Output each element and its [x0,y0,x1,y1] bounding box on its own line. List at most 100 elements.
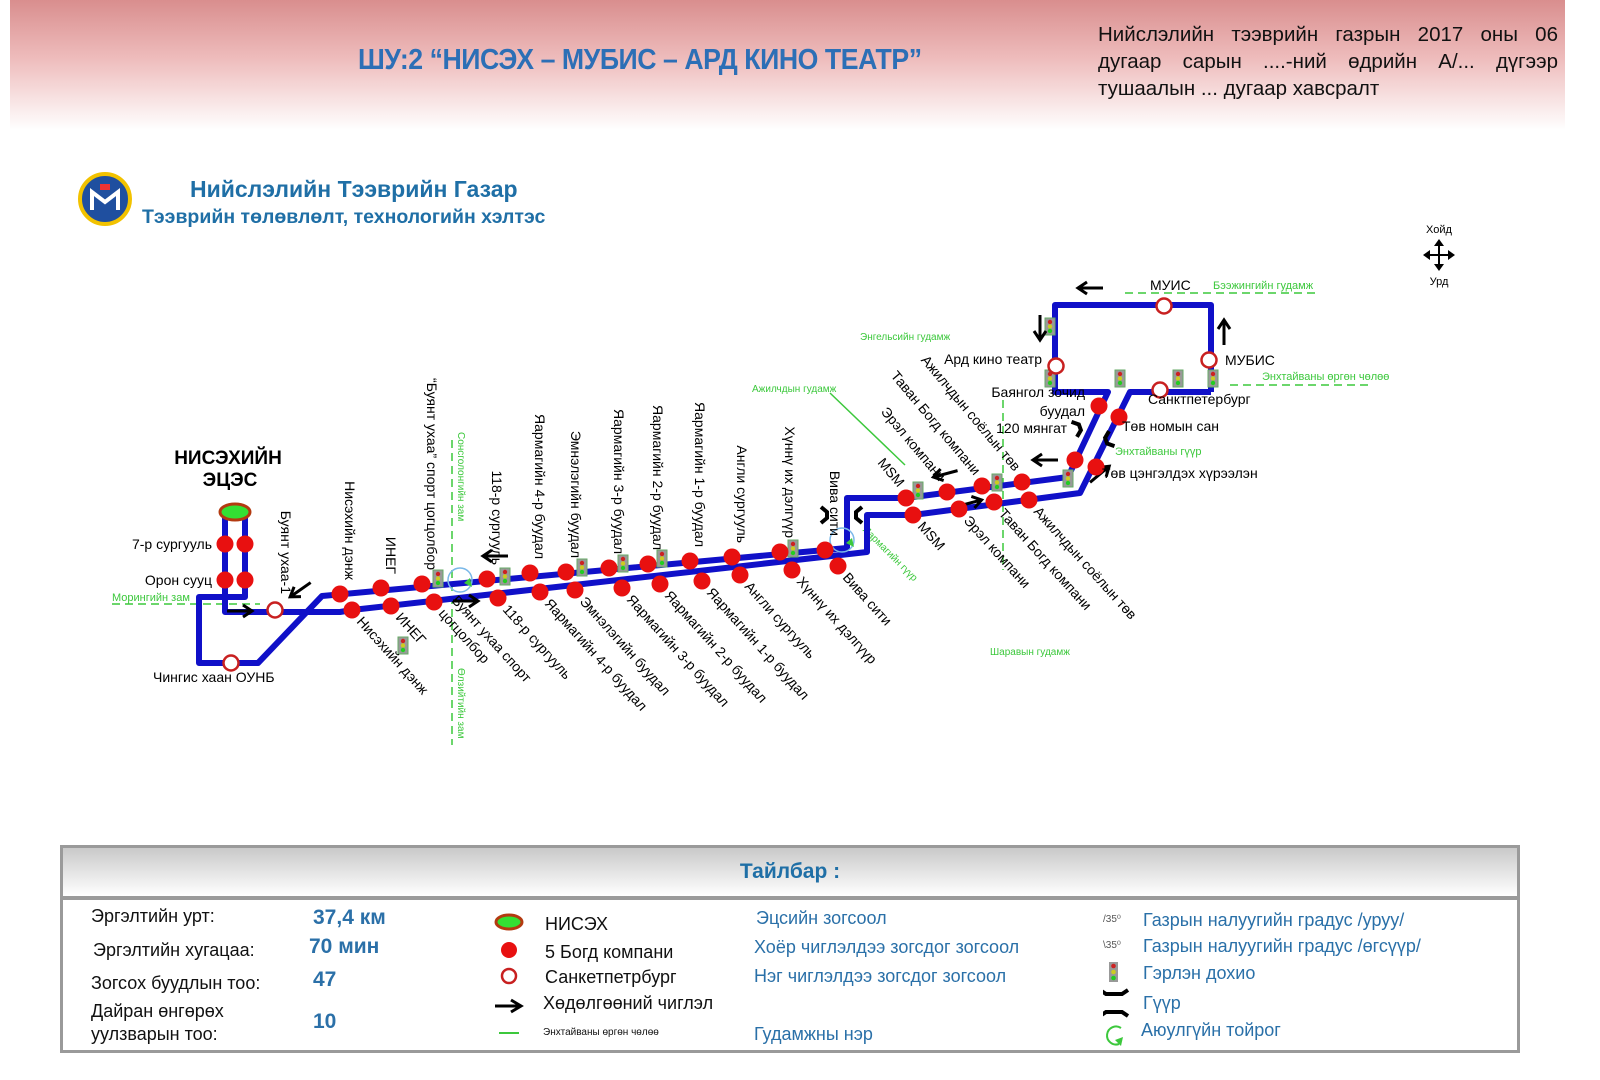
traffic-light-icon [1172,369,1184,388]
direction-arrow-icon [1075,280,1103,296]
stop-label: 118-р сургууль [489,470,505,565]
stop-eastbound [731,566,749,584]
street-label: Сонсголонгийн зам [455,432,466,521]
safety-roundabout-icon [829,527,855,553]
stop-label: буудал [1040,403,1085,419]
stop-label: МУИС [1150,277,1191,293]
stop-label: Орон сууц [145,572,212,588]
stat-stops-label: Зогсох буудлын тоо: [91,973,261,993]
stop-eastbound [531,583,549,601]
direction-arrow-icon [930,467,958,482]
stat-stops-value: 47 [313,968,337,991]
street-label: Энхтайваны өргөн чөлөө [1262,371,1389,383]
stop-westbound [723,548,741,566]
legend-slope-down: Газрын налуугийн градус /уруу/ [1143,910,1405,930]
stop-label: Яармагийн 2-р буудал [650,405,666,550]
stop-one-way [1151,381,1169,399]
street-label: Энгельсийн гудамж [860,332,950,343]
legend-meaning-street: Гудамжны нэр [754,1024,873,1044]
legend-meaning-twoway: Хоёр чиглэлдээ зогсдог зогсоол [754,937,1020,957]
stop-eastbound [829,557,847,575]
legend-header: Тайлбар : [63,848,1517,900]
stop-eastbound [489,589,507,607]
stop-westbound [521,564,539,582]
bridge-icon [1103,988,1130,1018]
legend-bridge: Гүүр [1143,993,1181,1013]
stop-label: Төв цэнгэлдэх хүрээлэн [1102,465,1258,481]
stat-intersections-label-2: уулзварын тоо: [91,1024,218,1044]
stop-eastbound [382,597,400,615]
traffic-light-icon [991,473,1003,492]
stop-label: MSM [915,518,949,553]
street-label: Бээжингийн гудамж [1213,280,1314,292]
traffic-light-icon [617,554,629,573]
direction-arrow-icon [480,548,508,564]
stop-westbound [973,477,991,495]
legend-terminal-label: НИСЭХ [545,914,609,934]
bridge-icon [854,505,864,525]
street-label: Шаравын гудамж [990,647,1070,658]
one-way-stop-icon [500,967,518,985]
traffic-light-icon [656,549,668,568]
roundabout-arrow-icon [846,538,854,547]
terminal-label: НИСЭХИЙН [174,447,282,469]
direction-arrow-icon [1030,452,1058,468]
compass-icon: Хойд Урд [1423,224,1455,288]
stop-westbound [372,579,390,597]
stop-two-way [216,571,234,589]
direction-arrow-icon [227,603,255,619]
stop-label: 120 мянгат [996,420,1067,436]
stop-eastbound [985,493,1003,511]
stop-label: Санктпетербург [1148,391,1251,407]
terminal-label: ЭЦЭС [203,470,258,491]
stop-westbound [681,552,699,570]
stop-one-way [1200,351,1218,369]
route-map: Морингийн зам Сонсголонгийн замӨлзийтийн … [112,224,1455,745]
route-title: ШУ:2 “НИСЭХ – МУБИС – АРД КИНО ТЕАТР” [358,44,922,76]
stop-westbound [771,543,789,561]
stop-one-way [222,654,240,672]
stop-label: ИНЕГ [383,537,399,575]
traffic-light-icon [912,481,924,500]
stop-eastbound [566,581,584,599]
bridge-icon [1070,419,1084,438]
stop-two-way [1110,408,1128,426]
traffic-light-icon [1044,317,1056,336]
stop-westbound [557,563,575,581]
stop-label: Хүннү их дэлгүүр [782,426,798,538]
terminal-oval-icon [494,913,524,931]
stop-label: Төв номын сан [1122,418,1219,434]
direction-arrow-icon [1032,315,1048,343]
org-logo-icon [78,172,132,226]
stop-eastbound [904,506,922,524]
stop-one-way [1155,297,1173,315]
org-name: Нийслэлийн Тээврийн Газар [190,176,518,202]
street-label: Энхтайваны гүүр [1115,446,1202,458]
stop-label: Англи сургууль [734,445,750,543]
street-label: Морингийн зам [112,592,190,604]
stop-westbound [331,585,349,603]
stop-two-way [1066,451,1084,469]
stop-westbound [600,559,618,577]
street-label: Өлзийтийн зам [455,668,466,739]
stat-intersections-value: 10 [313,1010,337,1033]
header-banner [10,0,1565,130]
stop-label: 7-р сургууль [132,536,212,552]
traffic-light-icon [787,539,799,558]
legend-symbols [494,913,524,1034]
slope-down-mark: /35⁰ [1103,914,1121,925]
legend-direction-label: Хөдөлгөөний чиглэл [543,993,714,1013]
traffic-light-icon [576,558,588,577]
legend-meaning-oneway: Нэг чиглэлдээ зогсдог зогсоол [754,966,1007,986]
stop-label: Баянгол зочид [991,384,1085,400]
stop-westbound [478,570,496,588]
legend-meaning-terminal: Эцсийн зогсоол [756,908,887,928]
stop-label: Буянт ухаа-1 [278,511,294,594]
stop-westbound [1013,473,1031,491]
stop-label: MSM [875,455,908,490]
legend-icons [1103,962,1130,1046]
org-department: Тээврийн төлөвлөлт, технологийн хэлтэс [142,206,546,228]
slope-up-mark: \35⁰ [1103,940,1121,951]
stop-label: Вива сити [827,471,843,536]
stop-label: Нисэхийн дэнж [342,481,358,581]
